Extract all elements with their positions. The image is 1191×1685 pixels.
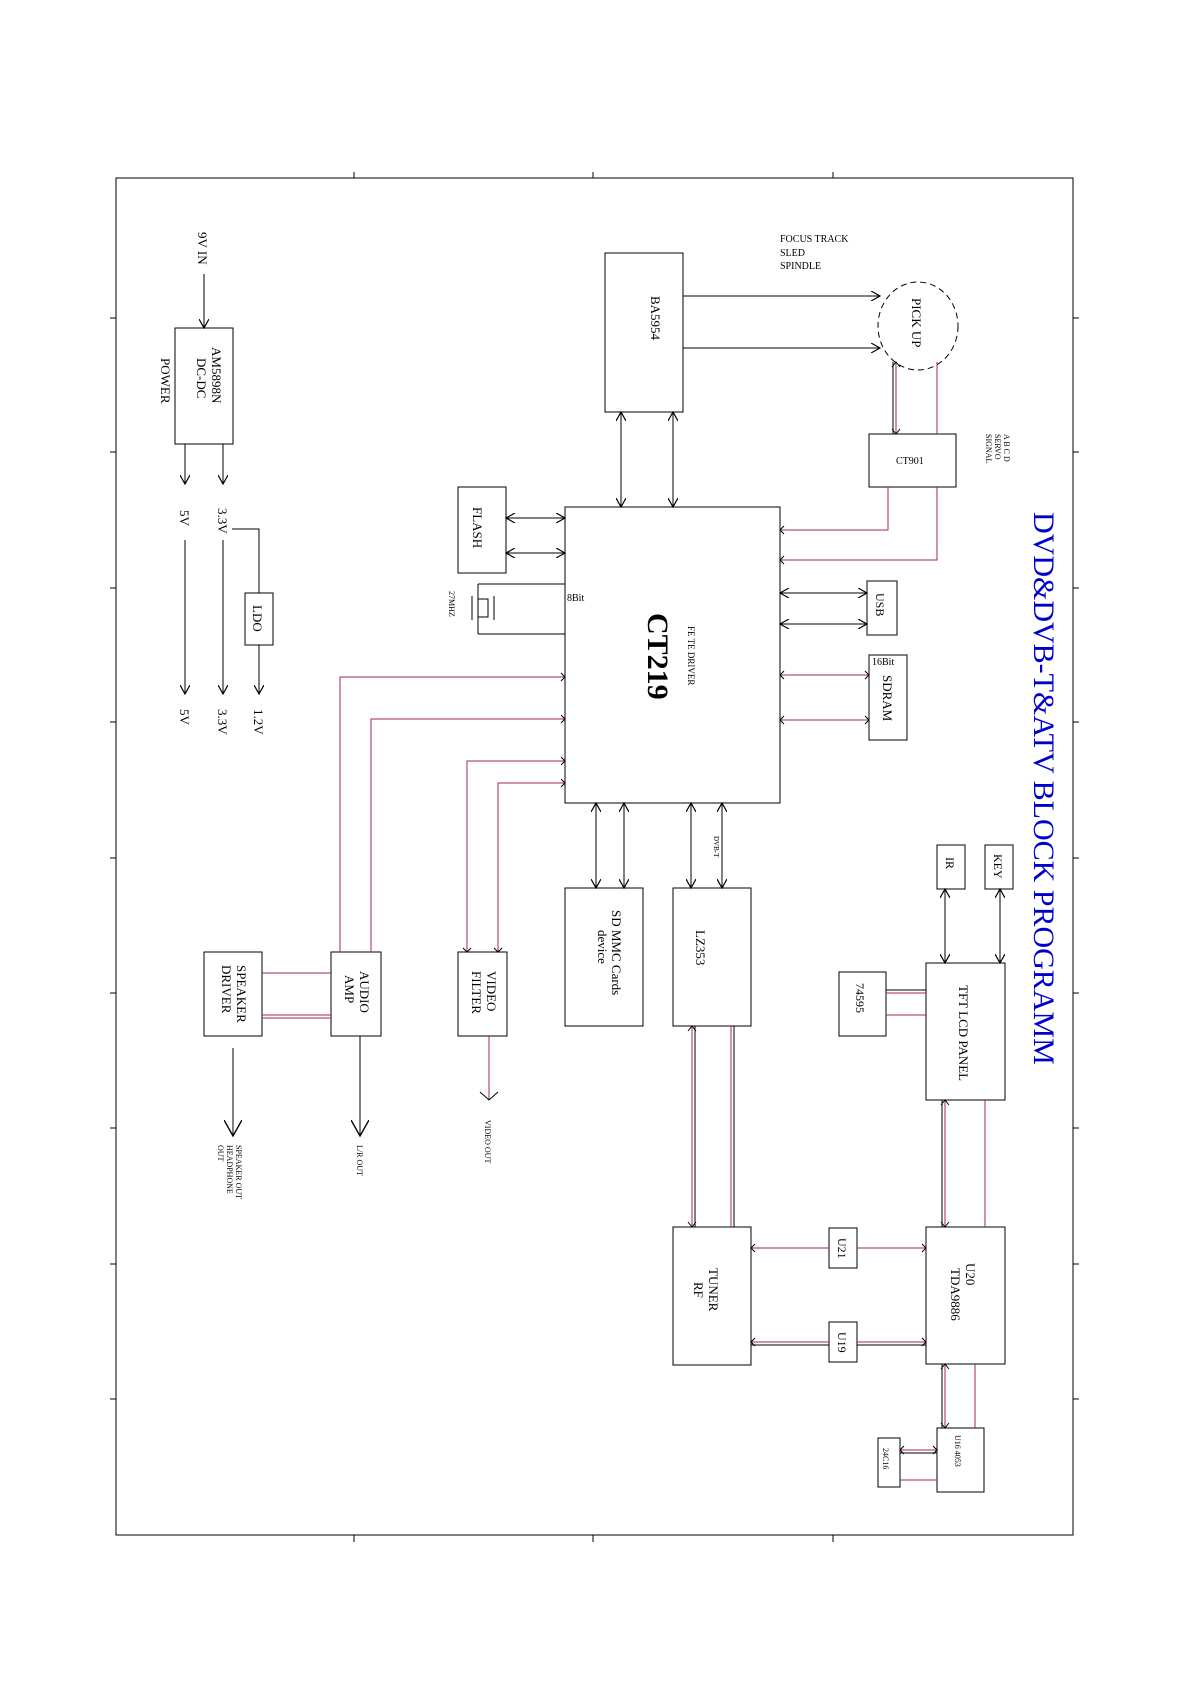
ir-label: IR bbox=[943, 857, 957, 869]
ir-box bbox=[936, 844, 966, 890]
usb-label: USB bbox=[873, 593, 887, 616]
frame-ticks bbox=[110, 172, 1079, 1542]
u20-line1: U20 bbox=[963, 1263, 978, 1285]
sdram-label: SDRAM bbox=[880, 675, 895, 722]
sheet-frame bbox=[115, 177, 1074, 1536]
v12-label: 1.2V bbox=[251, 709, 266, 735]
focus-line2: SLED bbox=[780, 248, 805, 259]
u19-label: U19 bbox=[835, 1332, 849, 1353]
c24-box bbox=[877, 1437, 901, 1488]
v5-bottom-label: 5V bbox=[177, 709, 192, 726]
tuner-line1: TUNER bbox=[706, 1268, 721, 1312]
lz353-label: LZ353 bbox=[693, 930, 708, 965]
focus-line1: FOCUS TRACK bbox=[780, 234, 849, 245]
u21-label: U21 bbox=[835, 1238, 849, 1259]
audio-amp-line1: AUDIO bbox=[357, 971, 372, 1013]
u20-line2: TDA9886 bbox=[948, 1268, 963, 1321]
speaker-driver-box bbox=[203, 951, 263, 1037]
sdmmc-line1: SD MMC Cards bbox=[609, 910, 624, 995]
speaker-driver-line1: SPEAKER bbox=[234, 965, 249, 1023]
lr-out-label: L/R OUT bbox=[355, 1145, 364, 1176]
flash-label: FLASH bbox=[470, 507, 485, 548]
ba5954-box bbox=[604, 252, 684, 413]
ct219-sub-label: FE TE DRIVER bbox=[686, 626, 696, 685]
abcd-line2: SERVO bbox=[993, 434, 1002, 460]
am5898-line2: DC-DC bbox=[194, 358, 209, 398]
am5898-line3: POWER bbox=[158, 358, 173, 404]
u20-box bbox=[925, 1226, 1006, 1365]
ct219-bus-label: 8Bit bbox=[567, 593, 584, 604]
ct901-box bbox=[868, 433, 957, 488]
ic74595-label: 74595 bbox=[853, 983, 867, 1013]
u16-label: U16 4053 bbox=[953, 1435, 962, 1467]
audio-amp-line2: AMP bbox=[342, 975, 357, 1003]
ct219-name-label: CT219 bbox=[641, 613, 674, 700]
speaker-out-line2: HEADPHONE bbox=[225, 1145, 234, 1194]
am5898-line1: AM5898N bbox=[209, 347, 224, 404]
v5-top-label: 5V bbox=[177, 510, 192, 527]
u16-box bbox=[936, 1427, 985, 1493]
pickup-label: PICK UP bbox=[909, 298, 924, 348]
tft-box bbox=[925, 962, 1006, 1101]
speaker-driver-line2: DRIVER bbox=[219, 965, 234, 1014]
ba5954-label: BA5954 bbox=[648, 296, 663, 341]
video-out-label: VIDEO OUT bbox=[483, 1120, 492, 1163]
usb-box bbox=[866, 580, 898, 636]
abcd-line1: A B C D bbox=[1002, 434, 1011, 462]
video-filter-line1: VIDEO bbox=[484, 971, 499, 1011]
tuner-box bbox=[672, 1226, 752, 1366]
crystal-symbol bbox=[471, 583, 565, 635]
v33-bottom-label: 3.3V bbox=[215, 709, 230, 735]
audio-amp-box bbox=[330, 951, 382, 1037]
mhz-label: 27MHZ bbox=[447, 591, 456, 617]
video-filter-box bbox=[457, 951, 508, 1037]
sdram-bus-label: 16Bit bbox=[872, 657, 894, 668]
tuner-line2: RF bbox=[691, 1282, 706, 1298]
ldo-label: LDO bbox=[250, 605, 265, 632]
tft-label: TFT LCD PANEL bbox=[956, 985, 971, 1081]
speaker-out-line1: SPEAKER OUT bbox=[234, 1145, 243, 1199]
ct901-label: CT901 bbox=[896, 456, 924, 467]
sdram-box bbox=[868, 654, 908, 741]
sdmmc-line2: device bbox=[595, 930, 610, 964]
pickup-circle bbox=[877, 281, 959, 371]
key-label: KEY bbox=[991, 854, 1005, 879]
v33-top-label: 3.3V bbox=[215, 508, 230, 534]
diagram-title: DVD&DVB-T&ATV BLOCK PROGRAMM bbox=[1027, 512, 1060, 1065]
lz353-box bbox=[672, 887, 752, 1027]
dvbt-label: DVB-T bbox=[712, 836, 720, 858]
abcd-line3: SIGNAL bbox=[984, 434, 993, 463]
c24-label: 24C16 bbox=[881, 1448, 890, 1469]
speaker-out-line3: OUT bbox=[216, 1145, 225, 1162]
ic74595-box bbox=[838, 971, 887, 1037]
video-filter-line2: FILTER bbox=[469, 971, 484, 1014]
vin-label: 9V IN bbox=[195, 232, 210, 265]
flash-box bbox=[457, 486, 507, 574]
sdmmc-box bbox=[564, 887, 644, 1027]
focus-line3: SPINDLE bbox=[780, 261, 821, 272]
